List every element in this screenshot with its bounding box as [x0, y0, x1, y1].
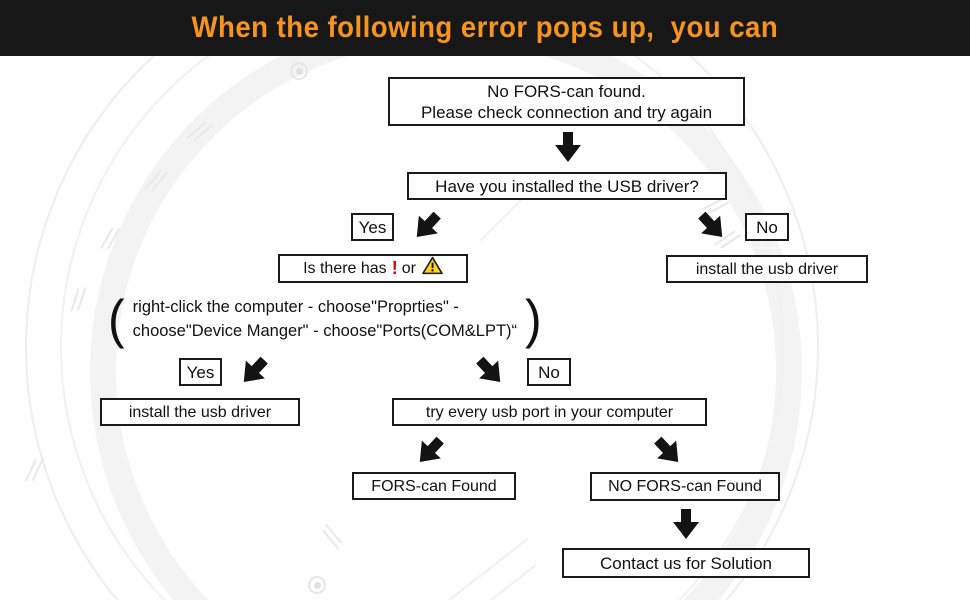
device-manager-hint: ( right-click the computer - choose"Prop… — [108, 287, 648, 351]
install-driver-label: install the usb driver — [128, 403, 272, 421]
watermark-line — [432, 538, 528, 600]
no-label: No — [538, 362, 560, 382]
yes-badge-2: Yes — [179, 358, 222, 386]
no-badge-1: No — [745, 213, 789, 241]
watermark-tick — [100, 227, 114, 249]
watermark-target-icon — [308, 576, 326, 594]
error-line-2: Please check connection and try again — [420, 102, 713, 122]
page-title: When the following error pops up, you ca… — [191, 11, 779, 44]
watermark-tick — [144, 170, 162, 190]
watermark-line — [463, 564, 537, 600]
no-label: No — [756, 217, 778, 237]
red-exclamation-icon: ! — [391, 258, 398, 278]
not-found-box: NO FORS-can Found — [590, 472, 780, 501]
error-line-1: No FORS-can found. — [487, 81, 646, 101]
arrow-down-left-icon — [234, 351, 273, 391]
arrow-down-right-icon — [470, 351, 509, 391]
install-driver-box-right: install the usb driver — [666, 255, 868, 283]
arrow-down-icon — [673, 509, 699, 539]
usb-driver-question-box: Have you installed the USB driver? — [407, 172, 727, 200]
found-box: FORS-can Found — [352, 472, 516, 500]
device-check-box: Is there has ! or — [278, 254, 468, 283]
try-usb-ports-label: try every usb port in your computer — [425, 403, 674, 421]
arrow-down-right-icon — [648, 431, 687, 471]
yes-label: Yes — [358, 217, 387, 237]
install-driver-label: install the usb driver — [695, 260, 839, 278]
no-badge-2: No — [527, 358, 571, 386]
device-check-text: Is there has — [303, 260, 387, 277]
yes-badge-1: Yes — [351, 213, 394, 241]
hint-text: right-click the computer - choose"Proprt… — [133, 295, 517, 343]
not-found-label: NO FORS-can Found — [608, 478, 762, 495]
open-paren: ( — [108, 288, 125, 350]
close-paren: ) — [525, 288, 542, 350]
watermark-tick — [187, 121, 207, 139]
found-label: FORS-can Found — [371, 477, 497, 495]
yes-label: Yes — [186, 362, 215, 382]
watermark-tick — [322, 530, 340, 550]
arrow-down-left-icon — [410, 431, 449, 471]
arrow-down-right-icon — [692, 206, 731, 246]
watermark-tick — [70, 288, 80, 312]
error-message-box: No FORS-can found. Please check connecti… — [388, 77, 745, 126]
install-driver-box-left: install the usb driver — [100, 398, 300, 426]
hint-line-1: right-click the computer - choose"Proprt… — [132, 298, 459, 316]
contact-label: Contact us for Solution — [600, 553, 772, 573]
or-label: or — [401, 260, 416, 277]
arrow-down-icon — [555, 132, 581, 162]
contact-box: Contact us for Solution — [562, 548, 810, 578]
warning-triangle-icon — [422, 256, 443, 281]
hint-line-2: choose"Device Manger" - choose"Ports(COM… — [132, 322, 518, 340]
header-bar: When the following error pops up, you ca… — [0, 0, 970, 56]
usb-question-label: Have you installed the USB driver? — [435, 176, 699, 196]
watermark-tick — [25, 458, 37, 482]
arrow-down-left-icon — [407, 206, 446, 246]
try-usb-ports-box: try every usb port in your computer — [392, 398, 707, 426]
watermark-target-icon — [290, 62, 308, 80]
